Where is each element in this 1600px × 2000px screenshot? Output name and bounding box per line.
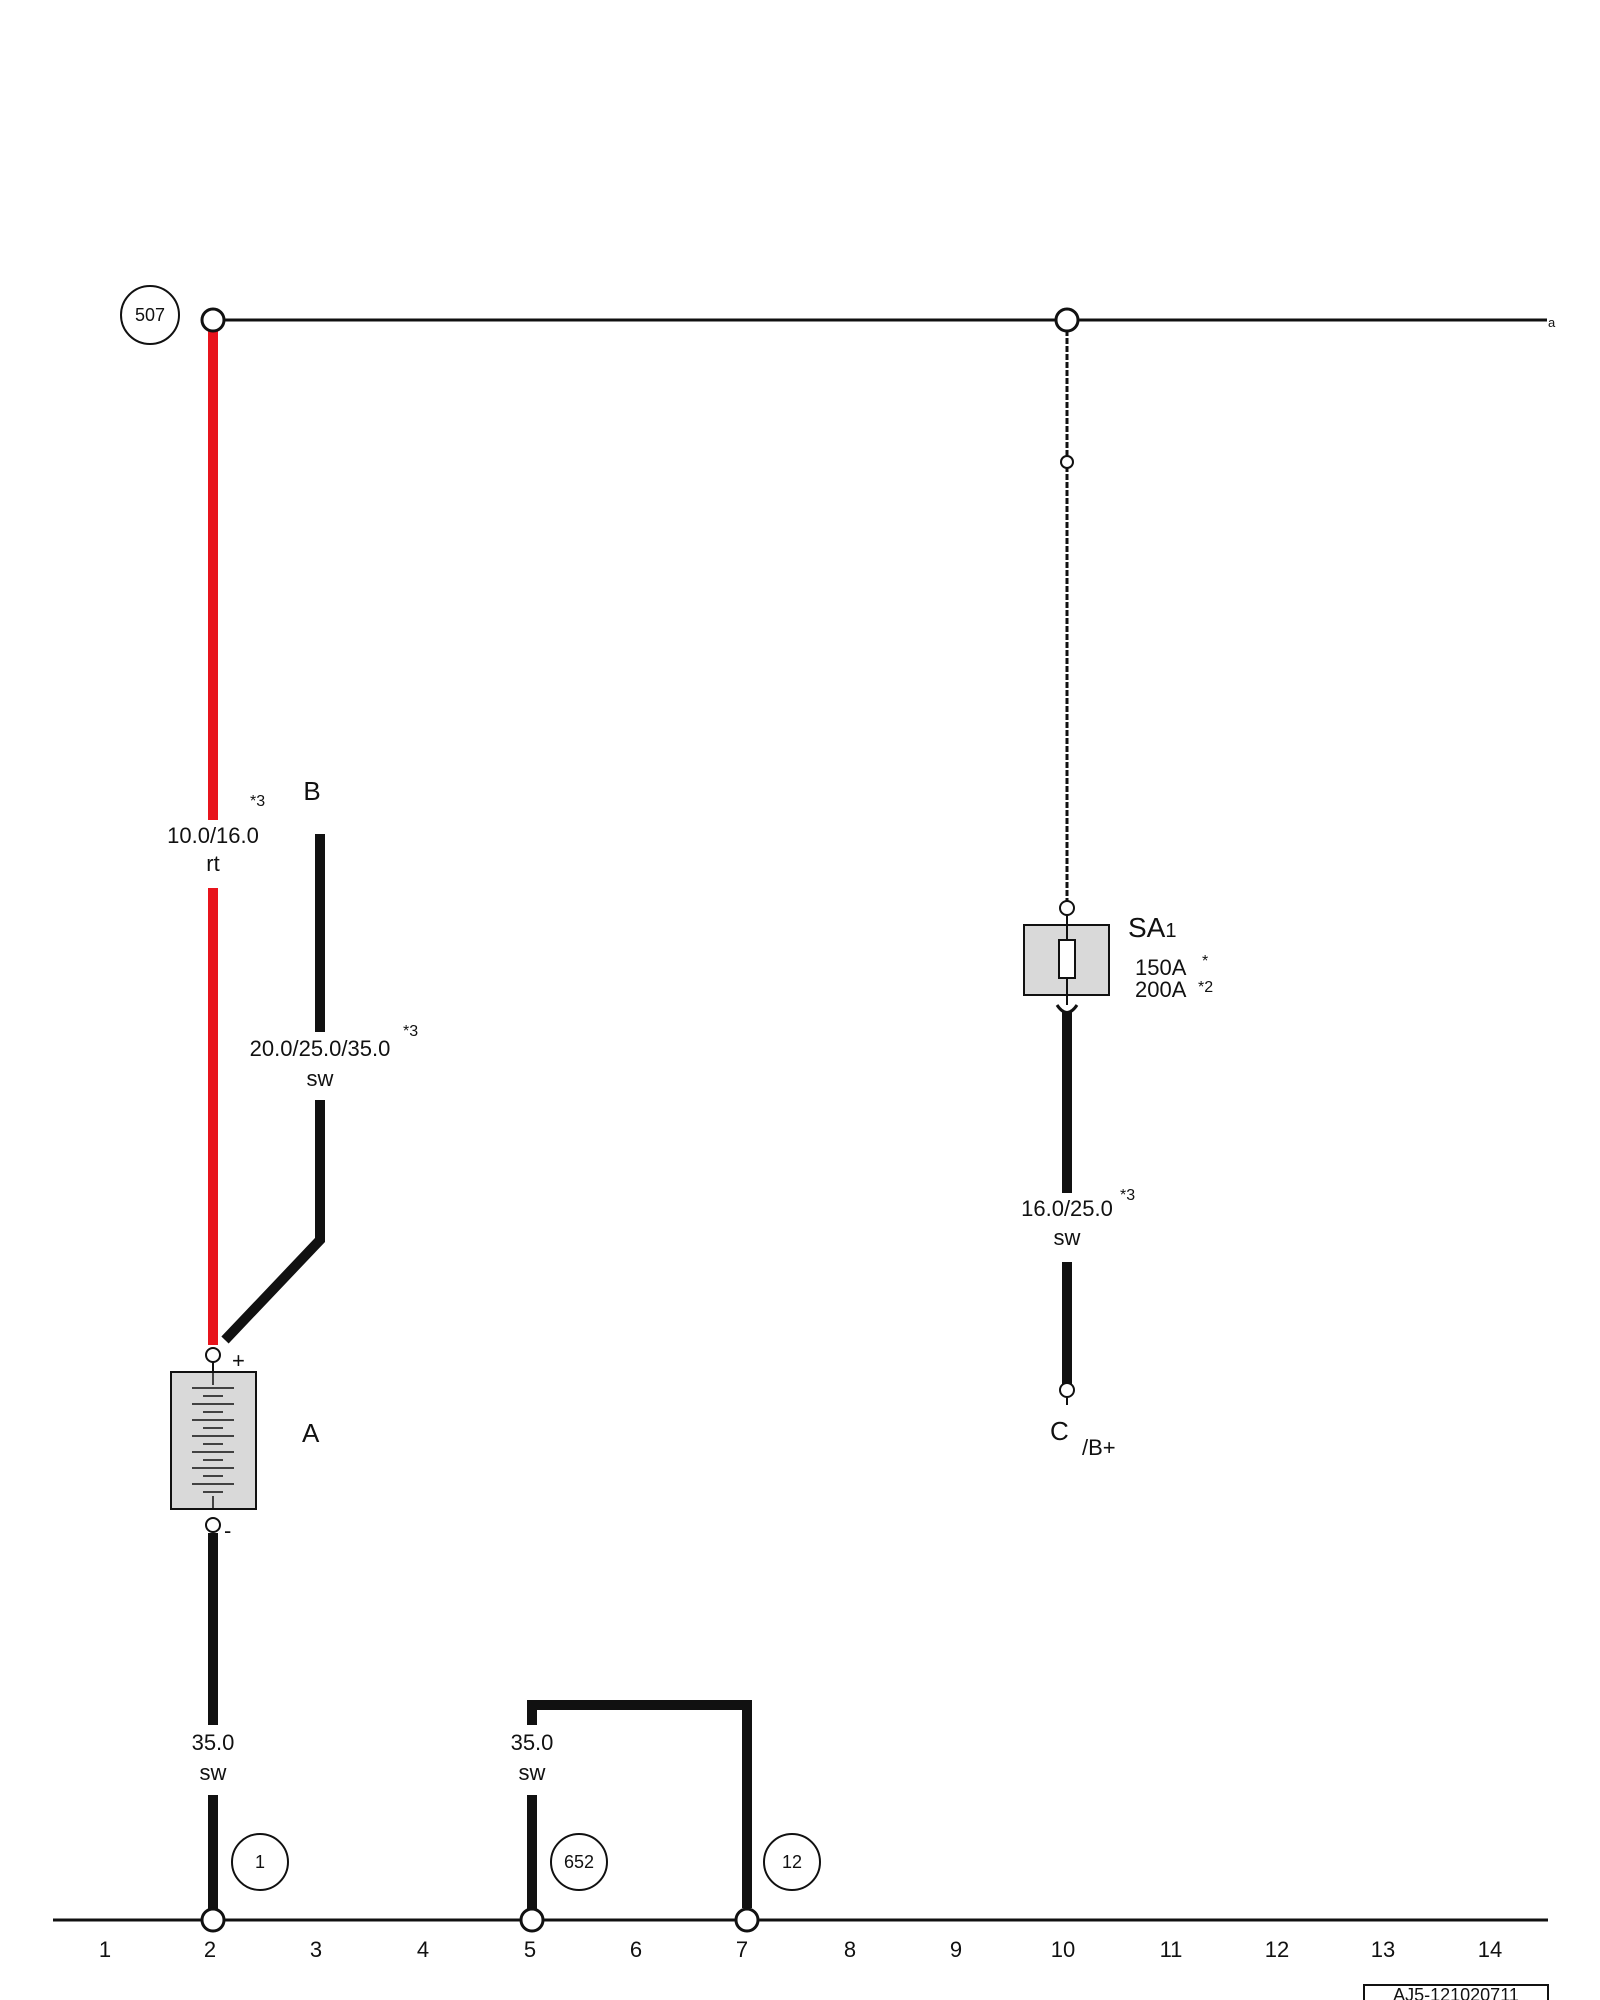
battery-label: A — [302, 1418, 320, 1448]
fuse-feed-midpoint — [1060, 455, 1074, 469]
battery-plus-terminal — [205, 1347, 221, 1363]
ground-junction-col5 — [519, 1907, 545, 1933]
node-652-circle — [550, 1833, 608, 1891]
ground-loop-gauge: 35.0 — [511, 1730, 554, 1755]
fuse-sa1-label: SA1 — [1128, 912, 1176, 943]
fuse-rating-150a-note: * — [1202, 953, 1208, 970]
wire-b-gauge: 20.0/25.0/35.0 — [250, 1036, 391, 1061]
ref-c-sublabel: /B+ — [1082, 1435, 1116, 1460]
grid-number: 5 — [524, 1937, 536, 1962]
wire-b-note: *3 — [403, 1023, 418, 1040]
grid-number: 10 — [1051, 1937, 1075, 1962]
grid-number: 4 — [417, 1937, 429, 1962]
ground-loop-color: sw — [519, 1760, 546, 1785]
battery-minus-label: - — [224, 1518, 231, 1543]
edge-marker: a — [1548, 315, 1556, 330]
node-652-label: 652 — [564, 1852, 594, 1872]
grid-number: 8 — [844, 1937, 856, 1962]
grid-numbers: 1 2 3 4 5 6 7 8 9 10 11 12 13 14 — [99, 1937, 1502, 1962]
grid-number: 1 — [99, 1937, 111, 1962]
grid-number: 3 — [310, 1937, 322, 1962]
grid-number: 7 — [736, 1937, 748, 1962]
fuse-rating-200a: 200A — [1135, 977, 1187, 1002]
wire-b-color: sw — [307, 1066, 334, 1091]
grid-number: 9 — [950, 1937, 962, 1962]
ref-c-terminal — [1059, 1382, 1075, 1398]
ground-wire-gauge: 35.0 — [192, 1730, 235, 1755]
red-wire-color: rt — [206, 851, 219, 876]
ref-c-label: C — [1050, 1416, 1069, 1446]
doc-id-box — [1363, 1984, 1549, 2000]
fuse-top-terminal — [1059, 900, 1075, 916]
wire-c-color: sw — [1054, 1225, 1081, 1250]
ground-junction-col7 — [734, 1907, 760, 1933]
wire-c-note: *3 — [1120, 1187, 1135, 1204]
battery-cell-plates — [192, 1372, 234, 1509]
ground-junction-col2 — [200, 1907, 226, 1933]
node-1-label: 1 — [255, 1852, 265, 1872]
grid-number: 12 — [1265, 1937, 1289, 1962]
grid-number: 14 — [1478, 1937, 1502, 1962]
ground-wire-color: sw — [200, 1760, 227, 1785]
doc-id: AJ5-121020711 — [1393, 1985, 1519, 2000]
wire-c-gauge: 16.0/25.0 — [1021, 1196, 1113, 1221]
battery-body — [170, 1371, 257, 1510]
junction-507 — [200, 307, 226, 333]
fuse-sa1-element — [1058, 939, 1076, 979]
battery-minus-terminal — [205, 1517, 221, 1533]
red-wire-note: *3 — [250, 793, 265, 810]
fuse-rating-150a: 150A — [1135, 955, 1187, 980]
grid-number: 11 — [1160, 1937, 1183, 1962]
top-right-junction — [1054, 307, 1080, 333]
grid-number: 13 — [1371, 1937, 1395, 1962]
battery-plus-label: + — [232, 1348, 245, 1373]
node-1-circle — [231, 1833, 289, 1891]
node-12-label: 12 — [782, 1852, 802, 1872]
red-wire-gauge: 10.0/16.0 — [167, 823, 259, 848]
grid-number: 6 — [630, 1937, 642, 1962]
ref-b-label: B — [303, 776, 320, 806]
fuse-sa1-bottom-connector — [1055, 1004, 1079, 1014]
node-12-circle — [763, 1833, 821, 1891]
grid-number: 2 — [204, 1937, 216, 1962]
node-507-label: 507 — [135, 305, 165, 325]
node-507-circle — [120, 285, 180, 345]
ground-loop-wire — [527, 1700, 752, 1908]
wire-b-lower — [221, 1100, 325, 1344]
fuse-rating-200a-note: *2 — [1198, 979, 1213, 996]
